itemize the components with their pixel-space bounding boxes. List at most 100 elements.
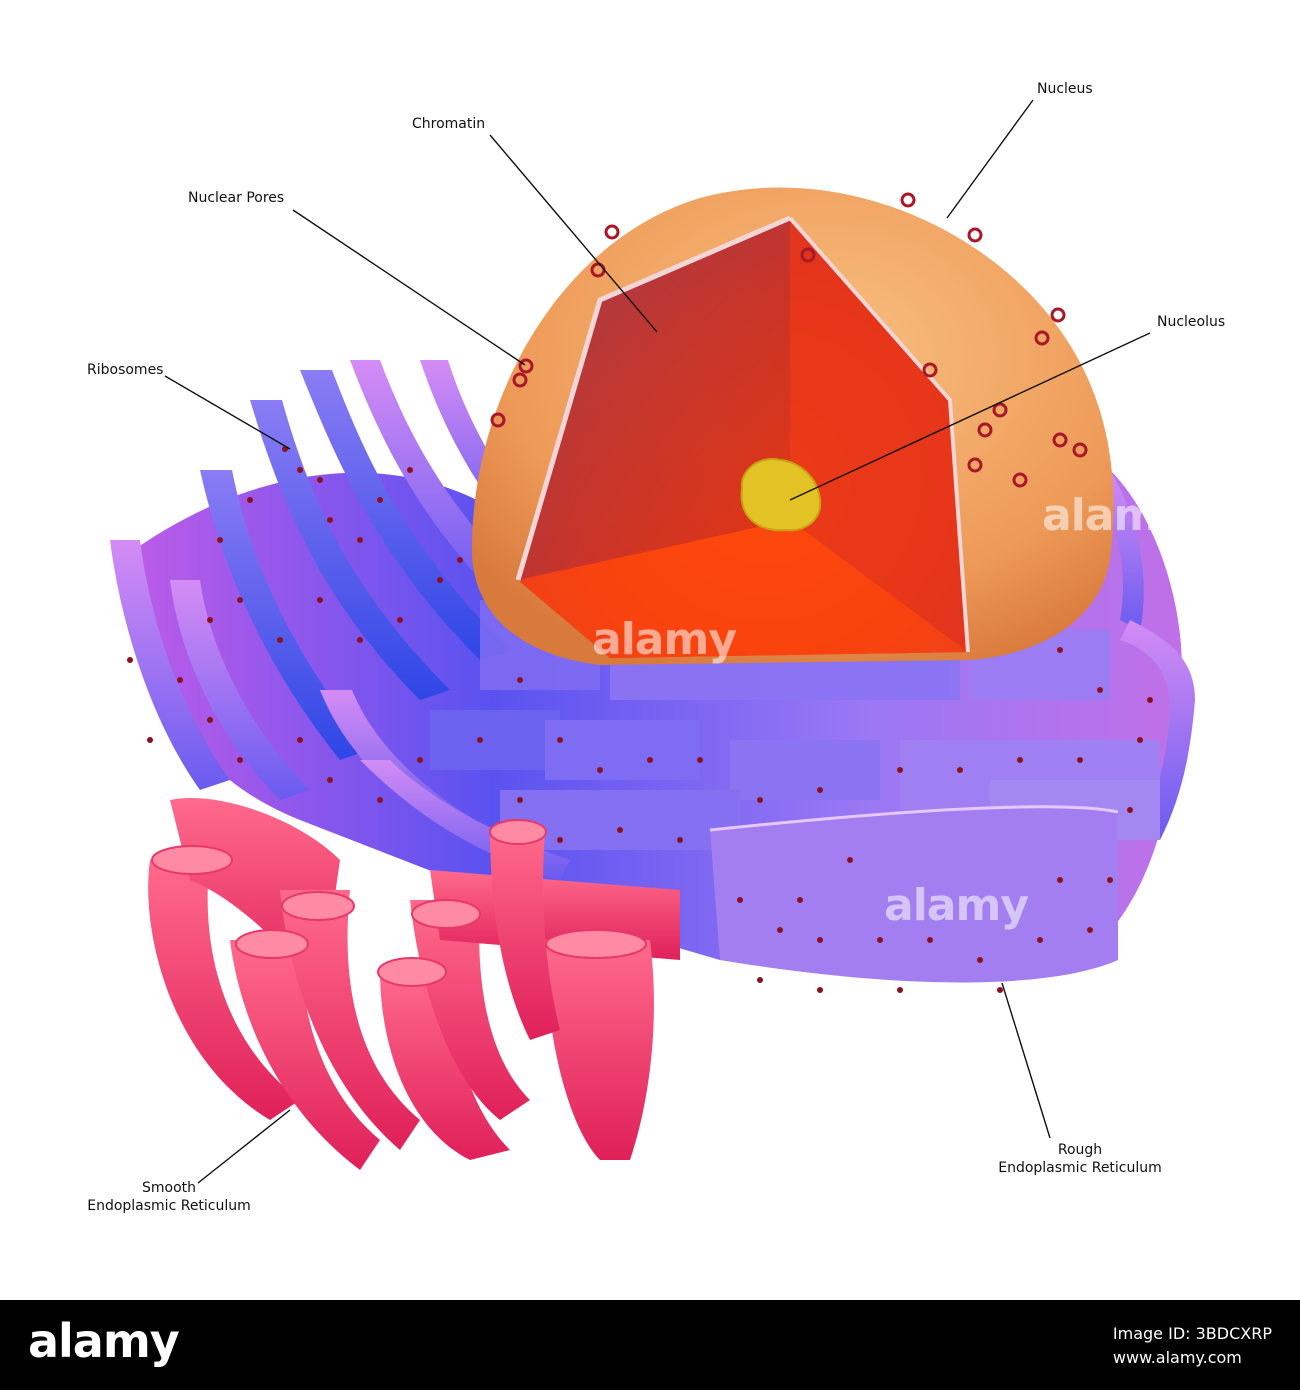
ribosome-dot: [847, 857, 853, 863]
ribosome-dot: [697, 757, 703, 763]
ribosome-dot: [1017, 757, 1023, 763]
nucleolus: [740, 458, 822, 532]
label-chromatin: Chromatin: [412, 116, 486, 132]
ribosome-dot: [1137, 737, 1143, 743]
ribosome-dot: [1147, 697, 1153, 703]
ribosome-dot: [327, 517, 333, 523]
ribosome-dot: [797, 897, 803, 903]
ribosome-dot: [297, 737, 303, 743]
ribosome-dot: [737, 897, 743, 903]
ribosome-dot: [1127, 807, 1133, 813]
nuclear-pore: [604, 224, 620, 240]
label-smooth-er-line1: Smooth: [141, 1180, 197, 1196]
ribosome-dot: [217, 537, 223, 543]
label-nuclear-pores: Nuclear Pores: [188, 190, 285, 206]
nuclear-pore: [967, 227, 983, 243]
ribosome-dot: [817, 937, 823, 943]
ribosome-dot: [327, 777, 333, 783]
ribosome-dot: [1087, 927, 1093, 933]
alamy-logo: alamy: [28, 1314, 180, 1368]
ribosome-dot: [397, 617, 403, 623]
nuclear-pores: [490, 192, 1088, 488]
ribosome-dots: [127, 446, 1153, 993]
ribosome-dot: [357, 537, 363, 543]
ribosome-dot: [127, 657, 133, 663]
ribosome-dot: [177, 677, 183, 683]
ribosome-dot: [477, 737, 483, 743]
ribosome-dot: [297, 467, 303, 473]
leader-ribosomes: [164, 375, 291, 450]
ribosome-dot: [557, 737, 563, 743]
watermark-lower: alamy: [884, 880, 1029, 931]
label-rough-er-line1: Rough: [1057, 1142, 1103, 1158]
watermark-center: alamy: [592, 614, 737, 665]
label-smooth-er-line2: Endoplasmic Reticulum: [87, 1198, 251, 1214]
ribosome-dot: [597, 767, 603, 773]
ribosome-dot: [817, 787, 823, 793]
label-rough-er: Rough Endoplasmic Reticulum: [998, 1141, 1162, 1177]
ribosome-dot: [1037, 937, 1043, 943]
ribosome-dot: [877, 937, 883, 943]
ribosome-dot: [207, 717, 213, 723]
ribosome-dot: [647, 757, 653, 763]
ribosome-dot: [457, 557, 463, 563]
ribosome-dot: [997, 987, 1003, 993]
leader-lines: [164, 99, 1151, 1184]
leader-chromatin: [489, 134, 658, 333]
ribosome-dot: [517, 677, 523, 683]
ribosome-dot: [317, 477, 323, 483]
ribosome-dot: [277, 637, 283, 643]
ribosome-dot: [207, 617, 213, 623]
label-nucleus: Nucleus: [1037, 81, 1093, 97]
ribosome-dot: [517, 797, 523, 803]
ribosome-dot: [147, 737, 153, 743]
nuclear-pore: [1072, 442, 1088, 458]
nuclear-pore: [1050, 307, 1066, 323]
ribosome-dot: [777, 927, 783, 933]
leader-smooth-er: [197, 1109, 291, 1184]
rough-er-folds: [110, 360, 1195, 880]
label-ribosomes: Ribosomes: [87, 362, 164, 378]
ribosome-dot: [557, 837, 563, 843]
ribosome-dot: [897, 987, 903, 993]
image-id: Image ID: 3BDCXRP: [1112, 1324, 1272, 1343]
leader-rough-er: [1001, 982, 1051, 1139]
ribosome-dot: [1077, 757, 1083, 763]
ribosome-dot: [1107, 877, 1113, 883]
nuclear-pore: [967, 457, 983, 473]
leader-nuclear-pores: [292, 209, 526, 366]
ribosome-dot: [957, 767, 963, 773]
nuclear-pore: [977, 422, 993, 438]
ribosome-dot: [757, 797, 763, 803]
ribosome-dot: [437, 577, 443, 583]
ribosome-dot: [617, 827, 623, 833]
stock-footer-bar: alamy Image ID: 3BDCXRP www.alamy.com: [0, 1300, 1300, 1390]
ribosome-dot: [977, 957, 983, 963]
ribosome-dot: [757, 977, 763, 983]
nuclear-pore: [800, 247, 816, 263]
label-rough-er-line2: Endoplasmic Reticulum: [998, 1160, 1162, 1176]
ribosome-dot: [377, 797, 383, 803]
ribosome-dot: [1057, 877, 1063, 883]
nuclear-pore: [1052, 432, 1068, 448]
nucleus: [471, 187, 1114, 666]
ribosome-dot: [407, 467, 413, 473]
ribosome-dot: [817, 987, 823, 993]
ribosome-dot: [377, 497, 383, 503]
ribosome-dot: [237, 597, 243, 603]
watermark-top-right: alamy: [1042, 490, 1187, 541]
ribosome-dot: [1097, 687, 1103, 693]
ribosome-dot: [247, 497, 253, 503]
label-smooth-er: Smooth Endoplasmic Reticulum: [87, 1179, 251, 1215]
leader-nucleus: [946, 99, 1034, 219]
smooth-er: [148, 798, 680, 1170]
cell-illustration: [110, 99, 1195, 1184]
ribosome-dot: [897, 767, 903, 773]
nuclear-pore: [992, 402, 1008, 418]
ribosome-dot: [677, 837, 683, 843]
ribosome-dot: [927, 937, 933, 943]
nuclear-pore: [490, 412, 506, 428]
nuclear-pore: [512, 372, 528, 388]
nuclear-pore: [922, 362, 938, 378]
cell-diagram: alamy alamy alamy Nucleus Chromatin Nucl…: [87, 81, 1225, 1215]
